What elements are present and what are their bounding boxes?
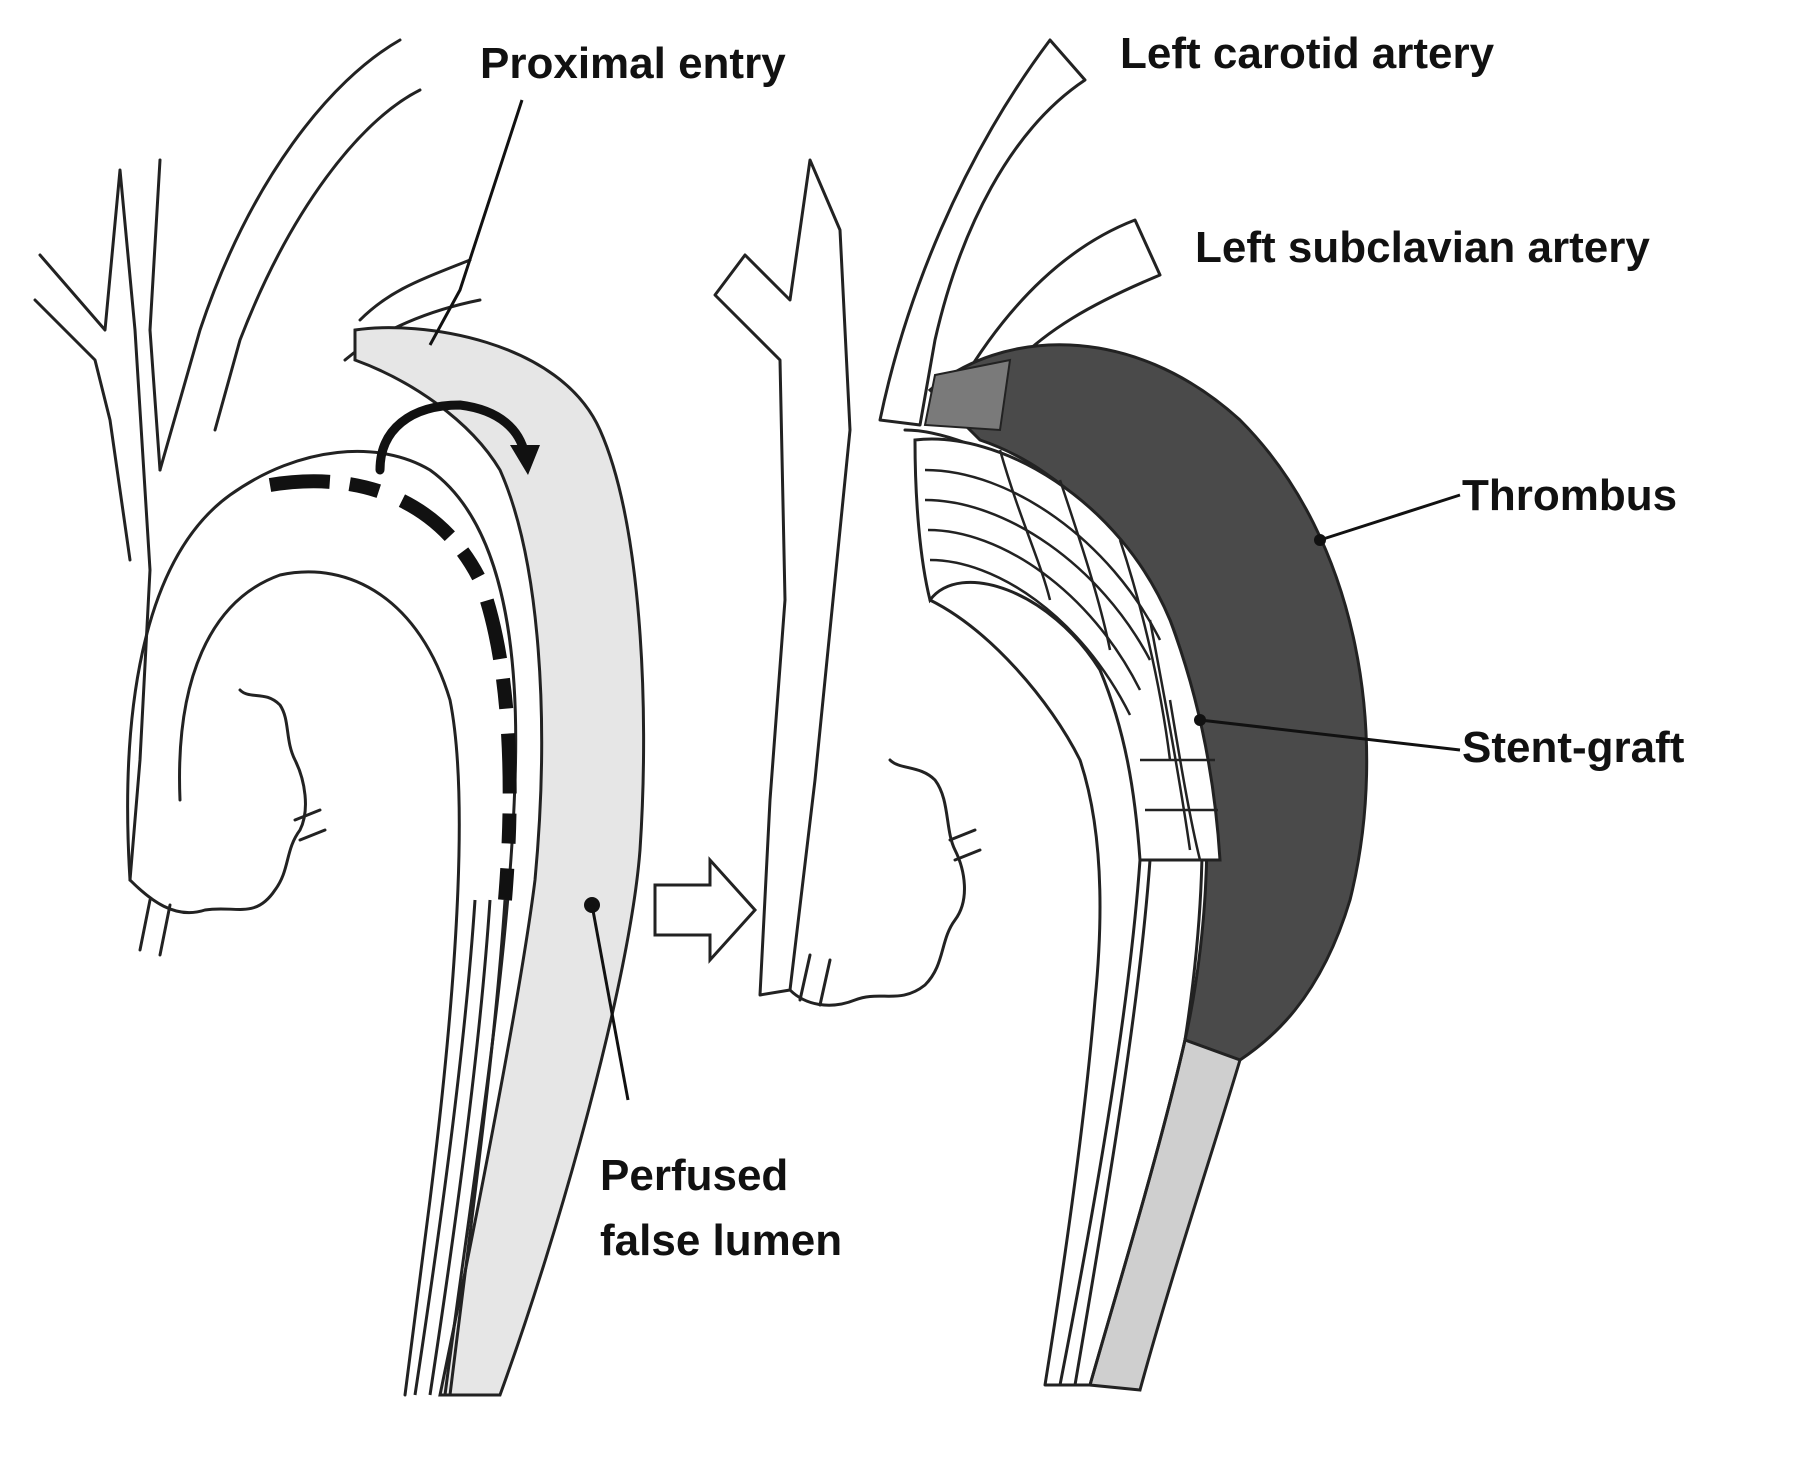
stent-graft-leader xyxy=(1199,718,1461,752)
thrombus-label: Thrombus xyxy=(1462,471,1678,520)
left-panel-branch-outline-a xyxy=(33,298,132,562)
stent-graft-label: Stent-graft xyxy=(1462,723,1685,772)
left-panel-branch-outline-b xyxy=(148,158,162,472)
left-panel-dissection-flap xyxy=(268,474,517,901)
proximal-entry-leader xyxy=(428,99,524,346)
left-panel-subclavian xyxy=(358,258,472,322)
hollow-right-arrow-icon xyxy=(653,856,758,964)
thrombus-leader xyxy=(1319,493,1461,542)
right-panel-descending-aorta-wall xyxy=(1058,858,1142,1387)
proximal-entry-label: Proximal entry xyxy=(480,39,786,88)
right-panel-root-detail xyxy=(798,828,982,1007)
right-panel-thrombus-proximal-wedge xyxy=(923,358,1012,432)
left-panel-brachiocephalic-branch xyxy=(38,168,152,882)
left-panel-dissection-flap-lines xyxy=(413,899,507,1396)
curved-flow-arrowhead-icon xyxy=(510,445,540,475)
left-panel-untreated-aorta xyxy=(33,38,646,1397)
right-panel-left-carotid xyxy=(878,38,1087,427)
right-panel-aortic-root xyxy=(788,758,966,1007)
right-panel-stent-graft-hatching xyxy=(924,449,1218,861)
right-panel-true-lumen-wall xyxy=(1073,858,1152,1387)
left-panel-carotid-inner xyxy=(213,88,422,432)
stent-graft-leader-dot xyxy=(1194,714,1206,726)
left-subclavian-artery-label: Left subclavian artery xyxy=(1195,223,1650,272)
perfused-false-lumen-leader xyxy=(590,904,630,1101)
perfused-false-lumen-label-line2: false lumen xyxy=(600,1216,843,1265)
left-panel-carotid xyxy=(158,38,402,472)
perfused-false-lumen-label-line1: Perfused xyxy=(600,1151,789,1200)
left-carotid-artery-label: Left carotid artery xyxy=(1120,29,1495,78)
left-panel-aortic-arch-inner xyxy=(178,570,461,1397)
right-panel-aortic-arch-inner xyxy=(928,598,1102,1387)
curved-flow-arrow-icon xyxy=(375,400,530,475)
left-panel-false-lumen xyxy=(353,326,646,1397)
thrombus-leader-dot xyxy=(1314,534,1326,546)
left-panel-aortic-root xyxy=(128,688,307,915)
right-panel-treated-aorta xyxy=(713,38,1369,1392)
right-panel-brachiocephalic xyxy=(713,158,852,997)
left-panel-root-detail xyxy=(138,808,327,957)
